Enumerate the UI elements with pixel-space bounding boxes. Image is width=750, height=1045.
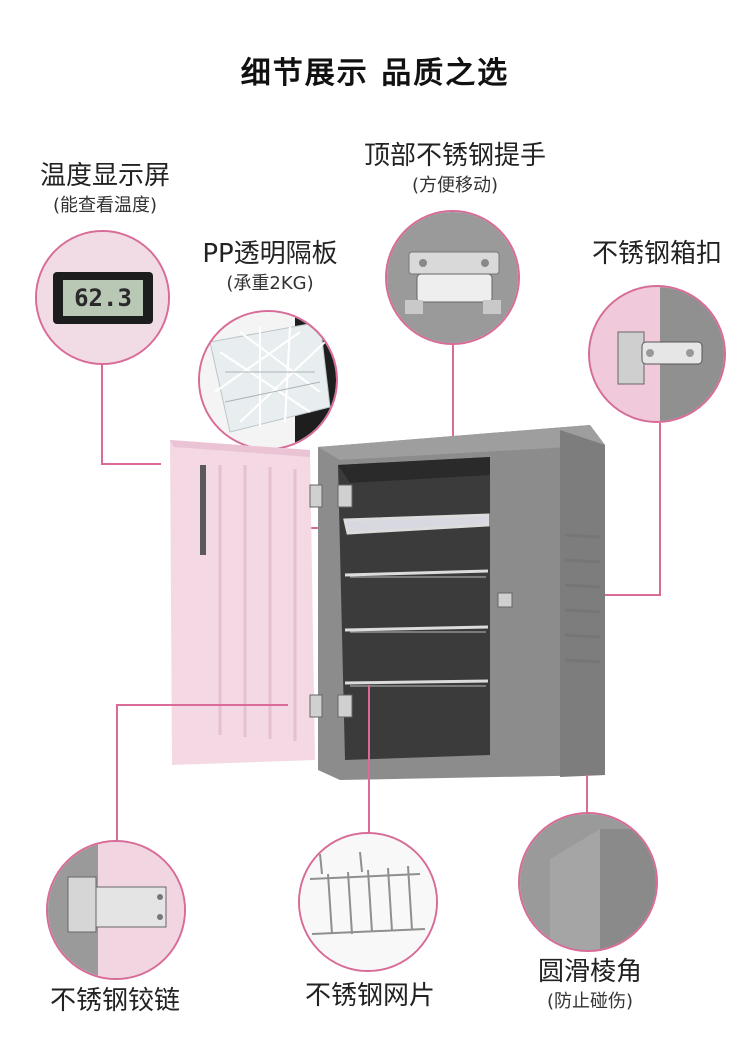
handle-icon xyxy=(387,212,518,343)
display-leader-h xyxy=(101,463,161,465)
corner-label: 圆滑棱角 (防止碰伤) xyxy=(505,956,675,1016)
handle-note: (方便移动) xyxy=(411,175,499,196)
handle-label: 顶部不锈钢提手 (方便移动) xyxy=(345,140,565,200)
hinge-title: 不锈钢铰链 xyxy=(49,986,180,1016)
thermometer-display-icon xyxy=(37,232,168,363)
grid-label: 不锈钢网片 xyxy=(280,980,460,1012)
grid-circle xyxy=(298,832,438,972)
handle-leader xyxy=(452,345,454,450)
rounded-corner-icon xyxy=(520,814,656,950)
corner-title: 圆滑棱角 xyxy=(537,957,642,987)
corner-circle xyxy=(518,812,658,952)
latch-circle xyxy=(588,285,726,423)
hinge-circle xyxy=(46,840,186,980)
latch-leader-v xyxy=(659,423,661,596)
hinge-label: 不锈钢铰链 xyxy=(20,985,210,1017)
hinge-icon xyxy=(48,842,184,978)
hinge-leader-v xyxy=(116,704,118,842)
latch-title: 不锈钢箱扣 xyxy=(591,239,722,269)
display-title: 温度显示屏 xyxy=(39,161,170,191)
page-title: 细节展示 品质之选 xyxy=(240,56,510,91)
display-reading: 62.3 xyxy=(74,284,132,312)
latch-label: 不锈钢箱扣 xyxy=(572,238,742,270)
display-note: (能查看温度) xyxy=(52,195,158,216)
tray-title: PP透明隔板 xyxy=(202,239,338,269)
tray-label: PP透明隔板 (承重2KG) xyxy=(180,238,360,298)
corner-note: (防止碰伤) xyxy=(546,991,634,1012)
latch-icon xyxy=(590,287,724,421)
grid-title: 不锈钢网片 xyxy=(304,981,435,1011)
clear-tray-icon xyxy=(200,312,336,448)
handle-circle xyxy=(385,210,520,345)
corner-leader xyxy=(586,775,588,815)
wire-grid-icon xyxy=(300,834,436,970)
hinge-leader-h xyxy=(116,704,288,706)
food-box-illustration xyxy=(170,425,605,780)
display-leader-v xyxy=(101,365,103,465)
tray-circle xyxy=(198,310,338,450)
handle-title: 顶部不锈钢提手 xyxy=(363,141,546,171)
display-circle: 62.3 xyxy=(35,230,170,365)
grid-leader xyxy=(368,685,370,835)
tray-note: (承重2KG) xyxy=(226,273,314,294)
display-label: 温度显示屏 (能查看温度) xyxy=(25,160,185,220)
